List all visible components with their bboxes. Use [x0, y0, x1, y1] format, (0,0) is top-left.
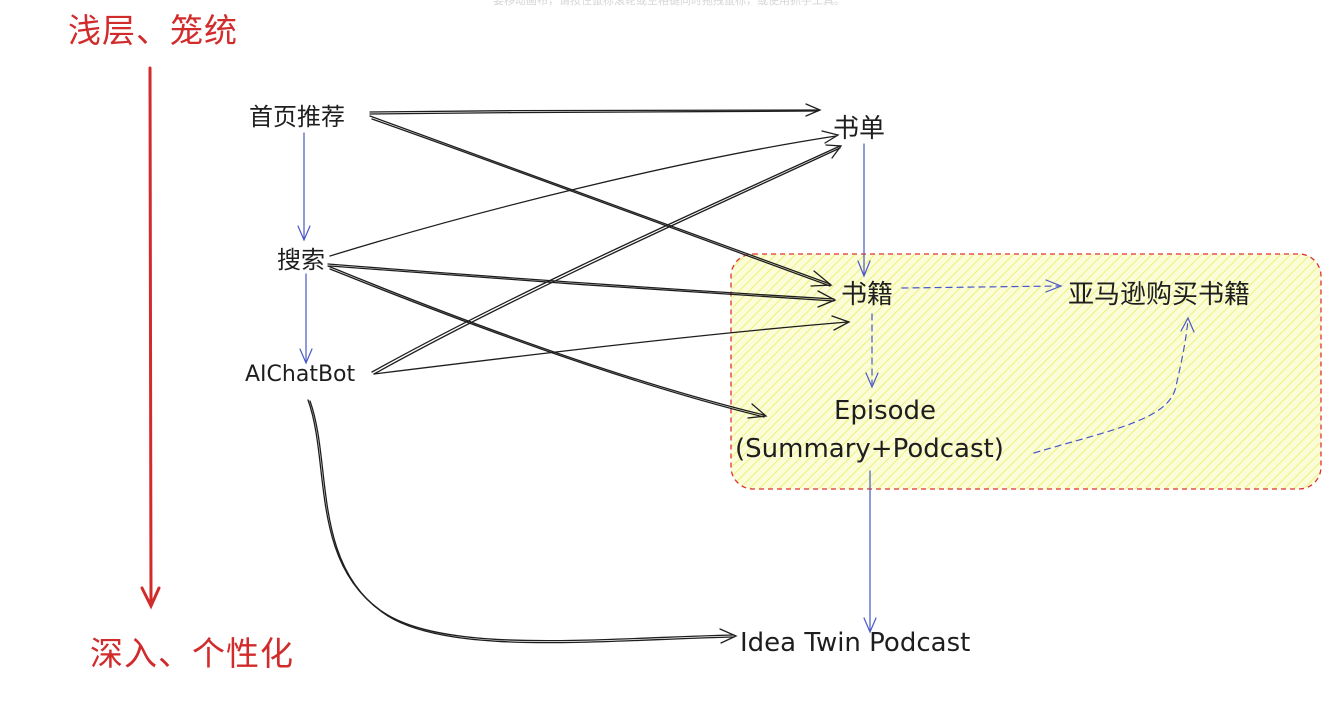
arrow-chatbot-to-book: [373, 315, 851, 375]
node-booklist[interactable]: 书单: [833, 114, 886, 144]
node-home-recommend[interactable]: 首页推荐: [249, 103, 345, 131]
node-idea-twin-podcast[interactable]: Idea Twin Podcast: [740, 628, 971, 658]
arrow-search-to-chatbot: [299, 273, 313, 365]
canvas-hint-text: 要移动画布，请按住鼠标滚轮或空格键同时拖拽鼠标，或使用抓手工具。: [493, 0, 845, 7]
node-ai-chatbot[interactable]: AIChatBot: [245, 362, 356, 387]
arrow-home-to-search: [297, 132, 311, 242]
arrow-booklist-to-book: [857, 143, 871, 278]
arrow-search-to-book: [327, 263, 837, 308]
arrow-home-to-book: [369, 115, 833, 287]
axis-top-label: 浅层、笼统: [68, 11, 238, 50]
depth-axis-arrow: [140, 66, 161, 610]
arrow-book-to-episode: [865, 313, 879, 389]
highlight-group-region: [730, 253, 1322, 490]
node-search[interactable]: 搜索: [277, 246, 325, 274]
node-episode-subtitle[interactable]: (Summary+Podcast): [735, 434, 1004, 464]
arrow-home-to-booklist: [369, 103, 822, 117]
arrow-search-to-episode: [327, 265, 768, 419]
arrow-chatbot-to-booklist: [371, 144, 843, 375]
arrow-chatbot-to-idea-twin: [307, 399, 738, 644]
node-book[interactable]: 书籍: [841, 280, 894, 310]
arrow-episode-to-idea-twin: [863, 470, 877, 634]
arrow-episode-to-amazon: [1033, 316, 1195, 454]
node-amazon-purchase[interactable]: 亚马逊购买书籍: [1068, 280, 1251, 310]
node-episode-title[interactable]: Episode: [833, 396, 937, 426]
arrow-book-to-amazon: [901, 279, 1063, 293]
arrow-search-to-booklist: [329, 130, 840, 257]
axis-bottom-label: 深入、个性化: [90, 634, 294, 673]
